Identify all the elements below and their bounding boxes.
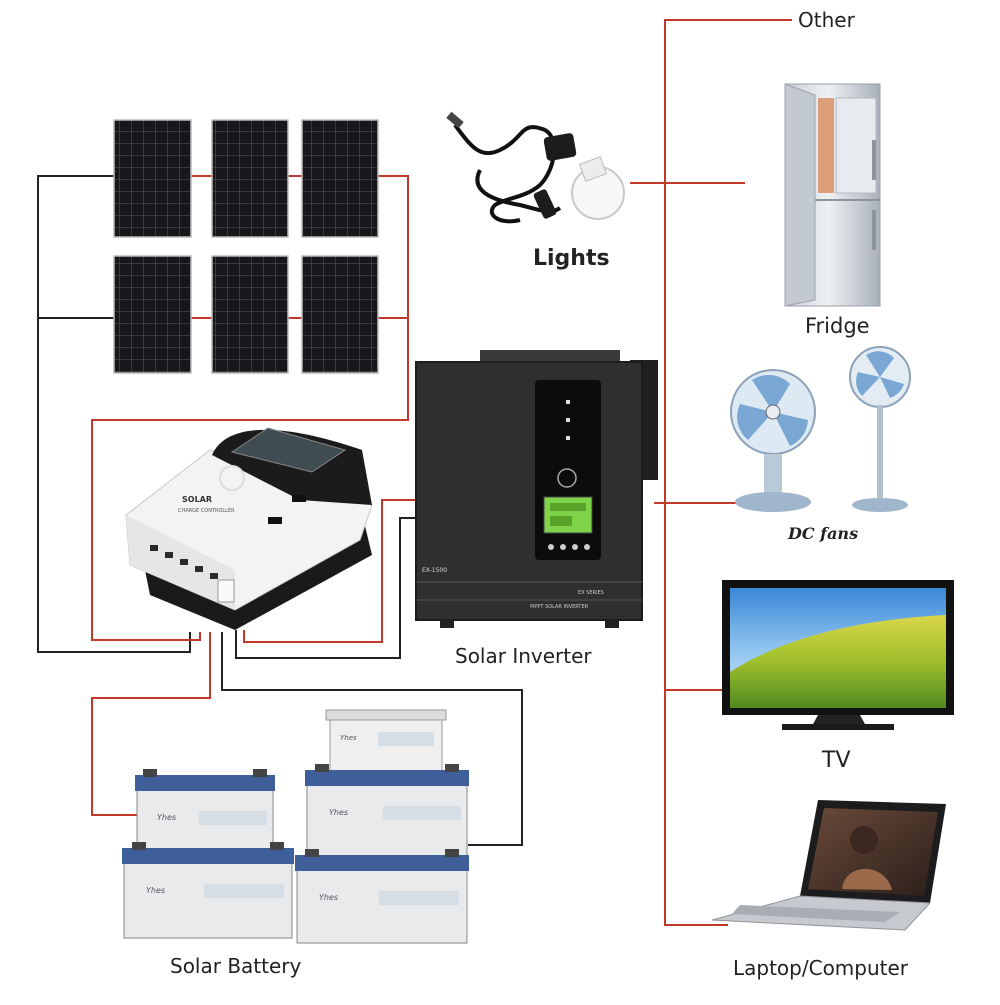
label-solar-inverter: Solar Inverter	[455, 644, 592, 668]
battery: Yhes	[325, 709, 447, 775]
red-panel-wire	[91, 175, 409, 641]
battery-red-wire	[91, 632, 211, 816]
desk-fan	[730, 369, 816, 512]
television	[722, 580, 954, 730]
solar-panel	[113, 255, 192, 374]
battery-brand: Yhes	[157, 813, 176, 822]
label-solar-battery: Solar Battery	[170, 954, 302, 978]
load-trunk-wire	[630, 19, 792, 926]
battery-brand: Yhes	[146, 886, 165, 895]
battery-brand: Yhes	[329, 808, 348, 817]
label-dc-fans: DC fans	[788, 524, 859, 543]
inverter-series: EX SERIES	[578, 590, 604, 596]
label-lights: Lights	[533, 246, 610, 271]
label-fridge: Fridge	[805, 314, 870, 338]
solar-panel-array	[113, 119, 379, 374]
solar-panel	[301, 255, 379, 374]
solar-inverter: EX-1500 EX SERIES MPPT SOLAR INVERTER	[415, 350, 658, 628]
solar-panel	[211, 119, 289, 238]
label-other: Other	[798, 8, 855, 32]
inverter-subtitle: MPPT SOLAR INVERTER	[530, 604, 589, 610]
charge-controller: SOLAR CHARGE CONTROLLER	[125, 427, 373, 630]
battery-black-wire	[221, 632, 523, 846]
battery: Yhes	[122, 842, 294, 939]
laptop	[711, 800, 946, 931]
label-tv: TV	[822, 748, 851, 773]
battery-bank: Yhes Yhes Yhes Yhes	[122, 709, 469, 944]
controller-brand: SOLAR	[182, 495, 212, 504]
controller-subtitle: CHARGE CONTROLLER	[178, 508, 235, 514]
solar-panel	[301, 119, 379, 238]
battery-brand: Yhes	[340, 734, 357, 742]
label-laptop-computer: Laptop/Computer	[733, 956, 909, 980]
battery-brand: Yhes	[319, 893, 338, 902]
controller-inverter-red	[243, 499, 416, 643]
battery: Yhes	[305, 764, 469, 863]
wiring	[37, 19, 792, 926]
standing-fan	[849, 346, 911, 512]
black-panel-wire	[37, 175, 191, 653]
battery: Yhes	[295, 849, 469, 944]
solar-panel	[211, 255, 289, 374]
fridge	[784, 83, 881, 307]
controller-inverter-black	[235, 517, 416, 659]
inverter-model: EX-1500	[422, 567, 447, 574]
solar-panel	[113, 119, 192, 238]
light-bulb-set	[446, 111, 625, 224]
